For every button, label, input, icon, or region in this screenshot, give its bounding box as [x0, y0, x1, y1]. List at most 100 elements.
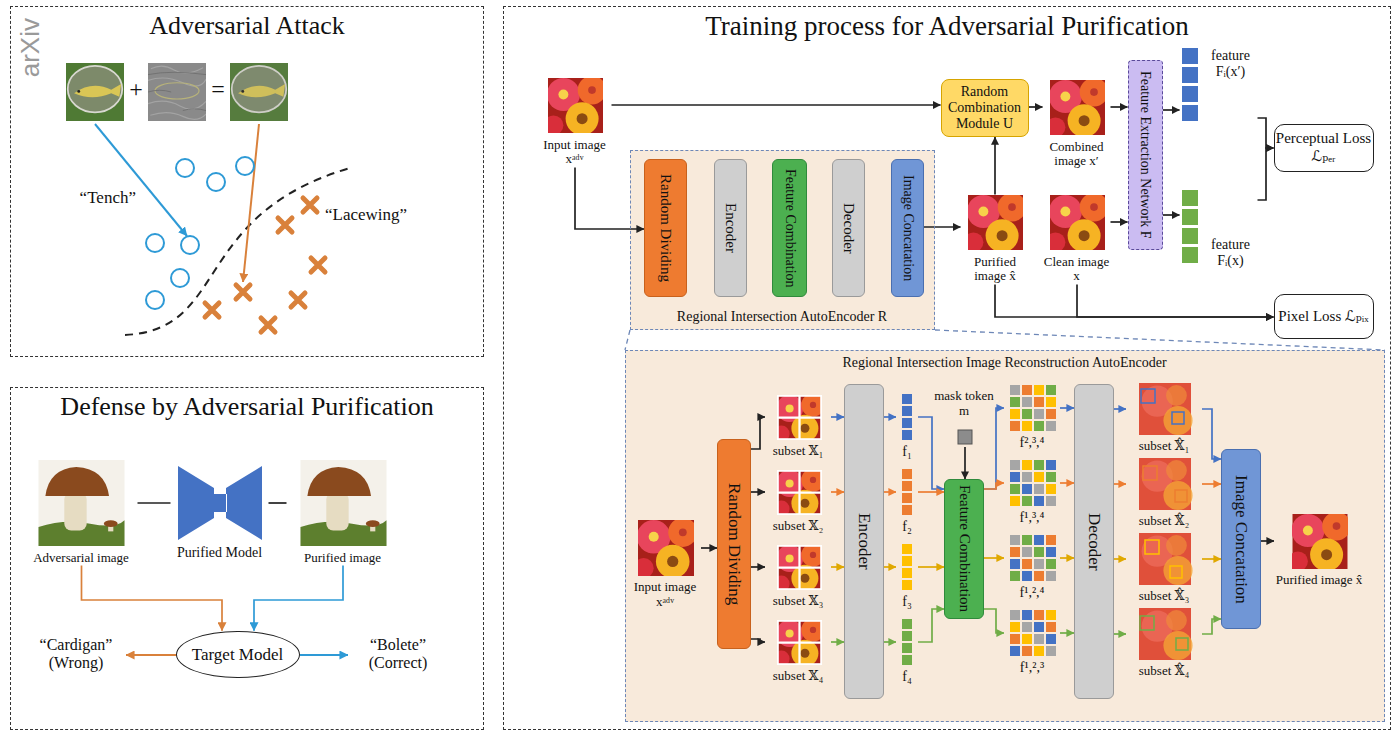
node-label: Feature Combination — [955, 485, 972, 612]
flow-arrow — [751, 417, 765, 449]
feature-cell — [1034, 484, 1044, 494]
feature-cell — [1046, 385, 1056, 395]
subset-figure: subset 𝕏₃ — [765, 544, 831, 609]
input-image — [544, 76, 607, 135]
feature-cell — [1010, 535, 1020, 545]
node-label: subset 𝕏₃ — [765, 594, 831, 609]
flow-arrow — [831, 641, 844, 643]
feature-cell — [1010, 496, 1020, 506]
feature-cell — [1034, 496, 1044, 506]
feature-cell — [1010, 421, 1020, 431]
feature-cell — [1046, 610, 1056, 620]
label-holder: “Lacewing” — [325, 205, 425, 225]
panel-title: Regional Intersection AutoEncoder R — [631, 309, 934, 325]
image-figure: Purified image — [287, 460, 399, 566]
subset-image — [773, 618, 824, 667]
node-label: Feature Combination — [781, 169, 797, 288]
panel-title: Defense by Adversarial Purification — [11, 392, 483, 422]
node-label: subset 𝕏̂₃ — [1126, 589, 1202, 604]
flow-arrow — [995, 284, 1274, 317]
process-block: Image Concatation — [891, 159, 924, 297]
feature-cell — [1034, 472, 1044, 482]
flow-arrow — [884, 641, 896, 643]
class-point — [146, 291, 164, 309]
node-label: Purified Model — [171, 545, 269, 561]
feature-cell — [902, 394, 912, 404]
feature-cell — [1034, 634, 1044, 644]
feature-cell — [1022, 460, 1032, 470]
feature-cell — [1034, 622, 1044, 632]
node-label: f¹,²,³ — [1004, 660, 1060, 676]
feature-cell — [1022, 535, 1032, 545]
node-label: Random Dividing — [724, 483, 744, 605]
node-label: Random Dividing — [657, 174, 674, 282]
node-label: Purified image x̂ — [1274, 573, 1364, 588]
mask-token: mask token m — [933, 389, 995, 447]
module-ground — [630, 150, 935, 330]
flow-arrow — [831, 416, 844, 418]
decoded-subset — [1139, 608, 1193, 660]
feature-cell — [1046, 460, 1056, 470]
dashed-panel: Adversarial Attack — [10, 6, 484, 357]
node-label: mask token m — [933, 389, 995, 419]
feature-vector: f₃ — [896, 543, 918, 610]
feature-cell — [902, 643, 912, 653]
class-point — [311, 258, 325, 272]
loss-box: Pixel Loss ℒₚᵢₓ — [1274, 294, 1374, 339]
flow-arrow — [612, 104, 941, 106]
subset-image — [773, 543, 824, 592]
autoencoder-icon — [178, 466, 262, 540]
flow-arrow — [138, 502, 171, 504]
subset-figure: subset 𝕏₂ — [765, 469, 831, 534]
zoom-line — [625, 330, 1385, 350]
label-holder: arXiv — [16, 18, 50, 77]
feature-cell — [1182, 86, 1198, 102]
flow-arrow — [984, 557, 1004, 559]
class-point — [146, 234, 164, 252]
flow-arrow — [701, 547, 717, 549]
feature-cell — [902, 505, 912, 515]
subset-figure: subset 𝕏̂₄ — [1126, 607, 1202, 679]
loss-box: Perceptual Loss ℒₚₑᵣ — [1274, 124, 1374, 172]
process-block: Encoder — [714, 159, 747, 297]
image-figure: Input image xᵃᵈᵛ — [538, 78, 612, 168]
module-ground — [625, 350, 1385, 722]
node-label: Feature Extraction Network F — [1137, 71, 1153, 239]
feature-cell — [1010, 622, 1020, 632]
flow-arrow — [1060, 407, 1074, 409]
flow-arrow — [831, 566, 844, 568]
feature-cell — [902, 418, 912, 428]
flow-arrow — [1114, 408, 1126, 410]
panel-title: Regional Intersection Image Reconstructi… — [626, 355, 1384, 371]
class-label: = — [208, 76, 228, 104]
feature-cell — [1022, 409, 1032, 419]
feature-cell — [902, 580, 912, 590]
feature-cell — [1046, 547, 1056, 557]
flow-arrow — [884, 416, 896, 418]
model-icon: Purified Model — [171, 462, 269, 561]
class-point — [207, 173, 225, 191]
feature-cell — [1010, 571, 1020, 581]
node-label: subset 𝕏₁ — [765, 444, 831, 459]
flow-arrow — [1060, 632, 1074, 634]
node-label: f₂ — [896, 519, 918, 535]
class-point — [303, 198, 317, 212]
feature-cell — [1022, 547, 1032, 557]
feature-cell — [902, 619, 912, 629]
label-holder: “Tench” — [46, 188, 136, 208]
feature-cell — [1182, 48, 1198, 64]
feature-cell — [1034, 385, 1044, 395]
flow-arrow — [994, 137, 996, 194]
feature-cell — [902, 481, 912, 491]
node-label: Target Model — [192, 645, 284, 665]
feature-cell — [1034, 646, 1044, 656]
flow-arrow — [1258, 118, 1274, 148]
feature-cell — [1010, 460, 1020, 470]
subset-figure: subset 𝕏₄ — [765, 619, 831, 684]
feature-cell — [1022, 559, 1032, 569]
feature-cell — [1010, 385, 1020, 395]
dashed-panel: Training process for Adversarial Purific… — [503, 6, 1391, 730]
image-figure: Combined image x′ — [1043, 80, 1111, 170]
flow-arrow — [751, 491, 765, 493]
